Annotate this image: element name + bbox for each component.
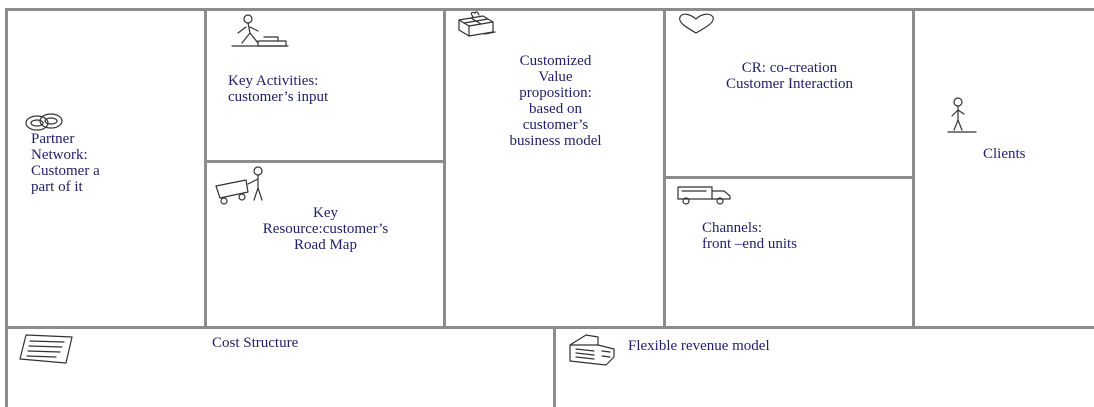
- clients-line: Clients: [983, 146, 1026, 162]
- key-resources-text: Key Resource:customer’s Road Map: [208, 205, 443, 253]
- divider-relationships-clients: [912, 8, 915, 328]
- customer-relationships-text: CR: co-creation Customer Interaction: [666, 60, 913, 92]
- value-proposition-line: Customized: [519, 53, 592, 69]
- partner-network-line: Partner: [31, 131, 75, 147]
- value-proposition-line: proposition:: [519, 85, 592, 101]
- standing-person-icon: [944, 96, 978, 136]
- key-resources-line: Resource:customer’s: [262, 221, 389, 237]
- divider-value-relationships: [663, 8, 666, 328]
- cost-structure-text: Cost Structure: [212, 335, 298, 351]
- revenue-streams-line: Flexible revenue model: [628, 338, 770, 354]
- channels-line: front –end units: [702, 236, 797, 252]
- partner-network-line: part of it: [31, 179, 83, 195]
- customer-relationships-line: CR: co-creation: [741, 60, 838, 76]
- customer-relationships-line: Customer Interaction: [725, 76, 854, 92]
- top-border: [5, 8, 1094, 11]
- partner-network-text: Partner Network: Customer a part of it: [31, 131, 100, 195]
- key-activities-text: Key Activities: customer’s input: [228, 73, 328, 105]
- divider-cost-revenue: [553, 327, 556, 407]
- divider-relationships-channels: [664, 176, 914, 179]
- value-proposition-line: business model: [509, 133, 602, 149]
- truck-icon: [676, 183, 736, 205]
- divider-upper-lower: [5, 326, 1094, 329]
- key-activities-line: customer’s input: [228, 89, 329, 105]
- person-with-cart-icon: [212, 166, 272, 206]
- key-activities-line: Key Activities:: [228, 73, 319, 89]
- clients-text: Clients: [983, 146, 1026, 162]
- chain-link-icon: [24, 112, 66, 134]
- value-proposition-line: Value: [538, 69, 573, 85]
- revenue-streams-text: Flexible revenue model: [628, 338, 770, 354]
- divider-activities-resources: [205, 160, 445, 163]
- divider-activities-value: [443, 8, 446, 328]
- gift-box-icon: [455, 10, 497, 40]
- value-proposition-line: based on: [529, 101, 582, 117]
- value-proposition-text: Customized Value proposition: based on c…: [446, 53, 665, 149]
- channels-text: Channels: front –end units: [702, 220, 797, 252]
- worker-icon: [228, 13, 290, 49]
- key-resources-line: Key: [313, 205, 338, 221]
- left-border: [5, 8, 8, 407]
- cost-structure-line: Cost Structure: [212, 335, 299, 351]
- divider-partners-activities: [204, 8, 207, 328]
- partner-network-line: Network:: [31, 147, 88, 163]
- invoice-icon: [16, 331, 76, 367]
- value-proposition-line: customer’s: [522, 117, 589, 133]
- key-resources-line: Road Map: [294, 237, 357, 253]
- partner-network-line: Customer a: [31, 163, 100, 179]
- channels-line: Channels:: [702, 220, 762, 236]
- heart-icon: [676, 12, 716, 36]
- cash-register-icon: [566, 331, 620, 369]
